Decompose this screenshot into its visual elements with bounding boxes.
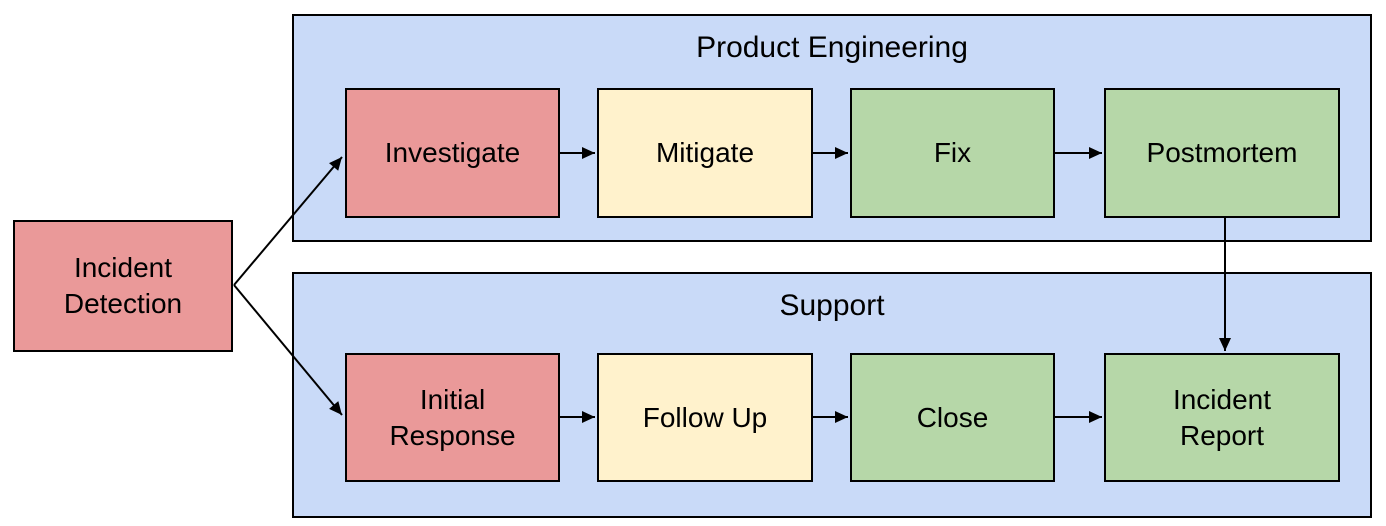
- node-close: Close: [850, 353, 1055, 482]
- container-title-support: Support: [779, 289, 885, 322]
- node-incident-report: Incident Report: [1104, 353, 1340, 482]
- node-mitigate: Mitigate: [597, 88, 813, 218]
- container-title-product-engineering: Product Engineering: [696, 31, 968, 64]
- node-incident-detection: Incident Detection: [13, 220, 233, 352]
- node-postmortem: Postmortem: [1104, 88, 1340, 218]
- node-follow-up: Follow Up: [597, 353, 813, 482]
- node-initial-response: Initial Response: [345, 353, 560, 482]
- node-fix: Fix: [850, 88, 1055, 218]
- node-investigate: Investigate: [345, 88, 560, 218]
